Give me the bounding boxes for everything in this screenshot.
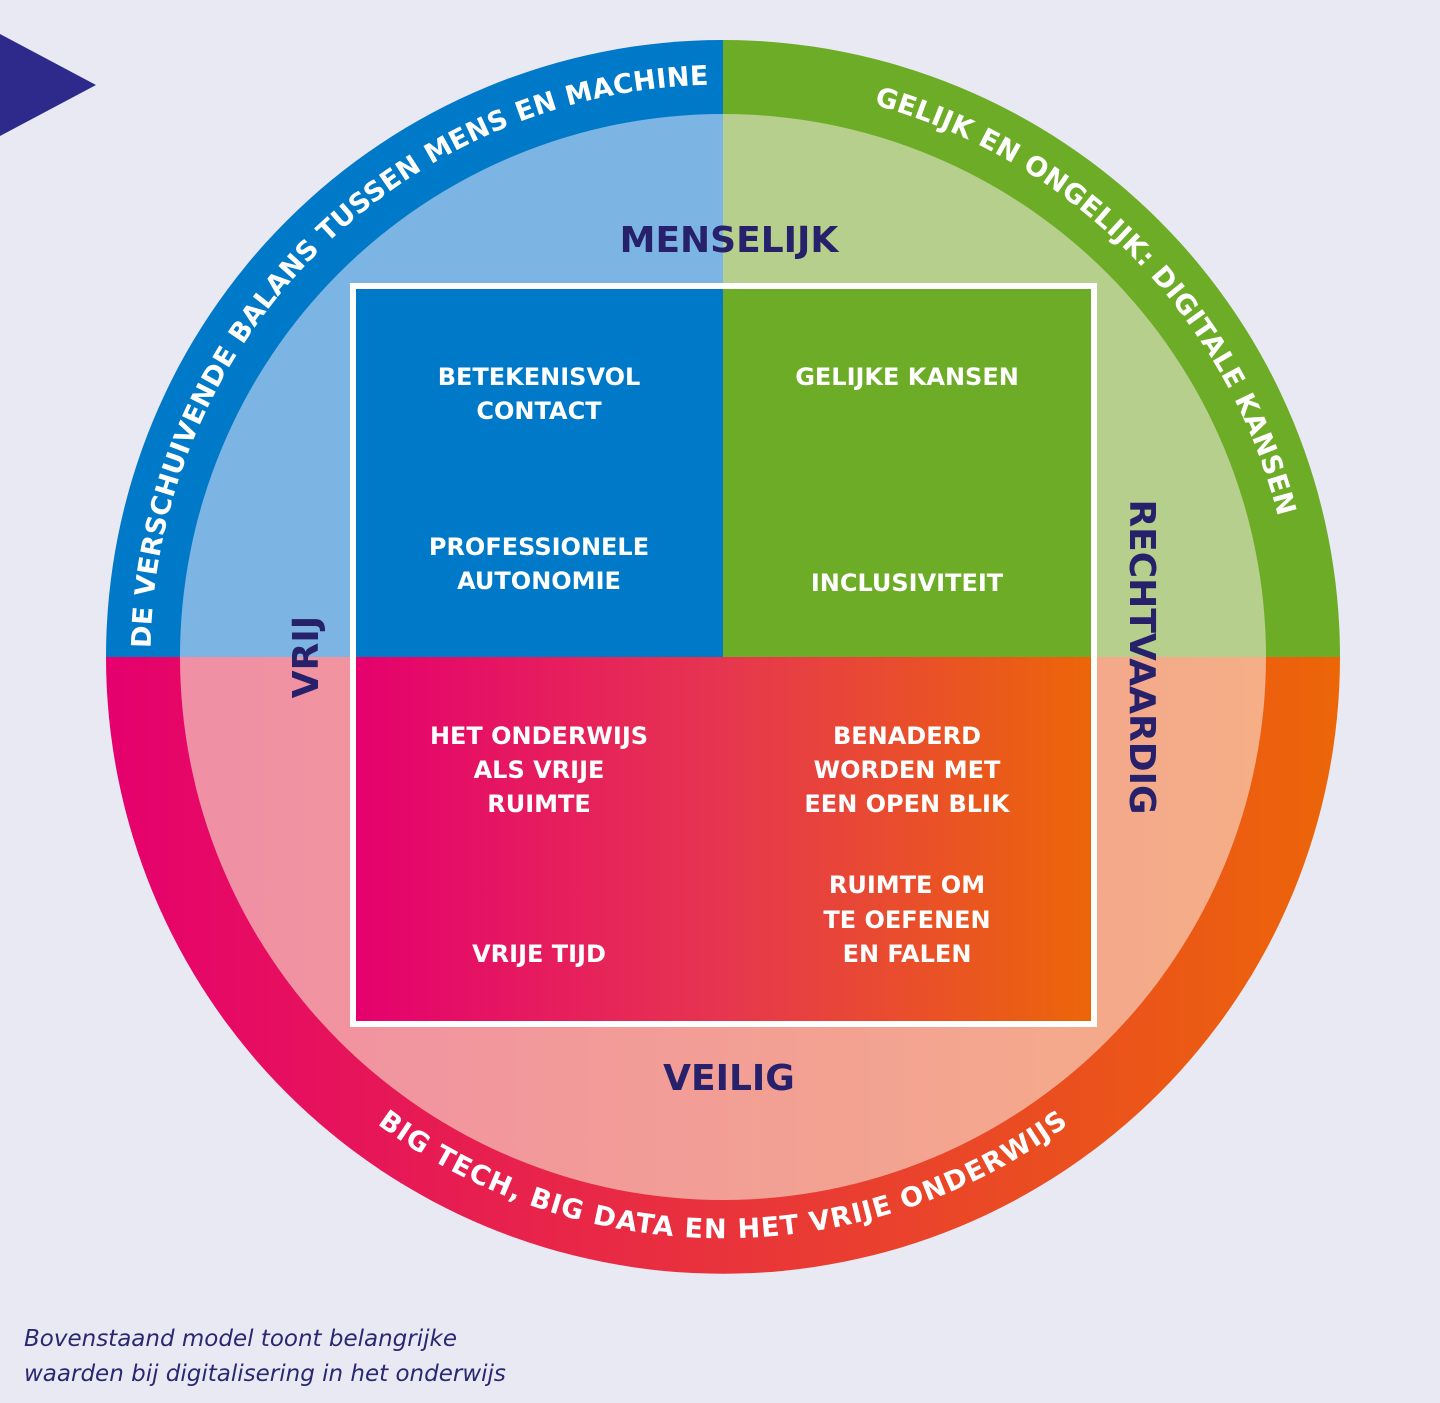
cell-gelijke-kansen: GELIJKE KANSEN: [795, 363, 1019, 391]
svg-text:VRIJE TIJD: VRIJE TIJD: [472, 940, 606, 968]
cell-vrije-tijd: VRIJE TIJD: [472, 940, 606, 968]
svg-text:BENADERD: BENADERD: [833, 722, 981, 750]
quadrant-top-right: [723, 289, 1091, 657]
svg-text:RUIMTE: RUIMTE: [487, 790, 591, 818]
cell-professionele-autonomie: PROFESSIONELE AUTONOMIE: [429, 533, 649, 595]
svg-text:CONTACT: CONTACT: [476, 397, 602, 425]
caption-line-2: waarden bij digitalisering in het onderw…: [24, 1361, 506, 1387]
axis-label-menselijk: MENSELIJK: [620, 220, 840, 261]
cell-benaderd-open-blik: BENADERD WORDEN MET EEN OPEN BLIK: [804, 722, 1011, 818]
figure-caption: Bovenstaand model toont belangrijke waar…: [24, 1322, 644, 1392]
play-arrow-icon: [0, 34, 96, 136]
axis-label-rechtvaardig: RECHTVAARDIG: [1121, 499, 1162, 814]
svg-text:RUIMTE OM: RUIMTE OM: [829, 871, 985, 899]
svg-text:GELIJKE KANSEN: GELIJKE KANSEN: [795, 363, 1019, 391]
svg-text:TE OEFENEN: TE OEFENEN: [823, 906, 990, 934]
cell-onderwijs-vrije-ruimte: HET ONDERWIJS ALS VRIJE RUIMTE: [430, 722, 648, 818]
cell-betekenisvol-contact: BETEKENISVOL CONTACT: [438, 363, 641, 425]
cell-inclusiviteit: INCLUSIVITEIT: [811, 569, 1004, 597]
svg-text:BETEKENISVOL: BETEKENISVOL: [438, 363, 641, 391]
svg-text:EEN OPEN BLIK: EEN OPEN BLIK: [804, 790, 1011, 818]
axis-label-veilig: VEILIG: [663, 1058, 795, 1099]
svg-text:AUTONOMIE: AUTONOMIE: [457, 567, 621, 595]
caption-line-1: Bovenstaand model toont belangrijke: [24, 1326, 457, 1352]
svg-text:WORDEN MET: WORDEN MET: [814, 756, 1001, 784]
svg-text:ALS VRIJE: ALS VRIJE: [474, 756, 605, 784]
axis-label-vrij: VRIJ: [286, 616, 327, 698]
quadrant-top-left: [356, 289, 723, 657]
svg-text:INCLUSIVITEIT: INCLUSIVITEIT: [811, 569, 1004, 597]
svg-text:PROFESSIONELE: PROFESSIONELE: [429, 533, 649, 561]
quadrant-bottom: [356, 657, 1091, 1021]
svg-text:HET ONDERWIJS: HET ONDERWIJS: [430, 722, 648, 750]
svg-text:EN FALEN: EN FALEN: [843, 940, 972, 968]
cell-ruimte-oefenen-falen: RUIMTE OM TE OEFENEN EN FALEN: [823, 871, 990, 968]
